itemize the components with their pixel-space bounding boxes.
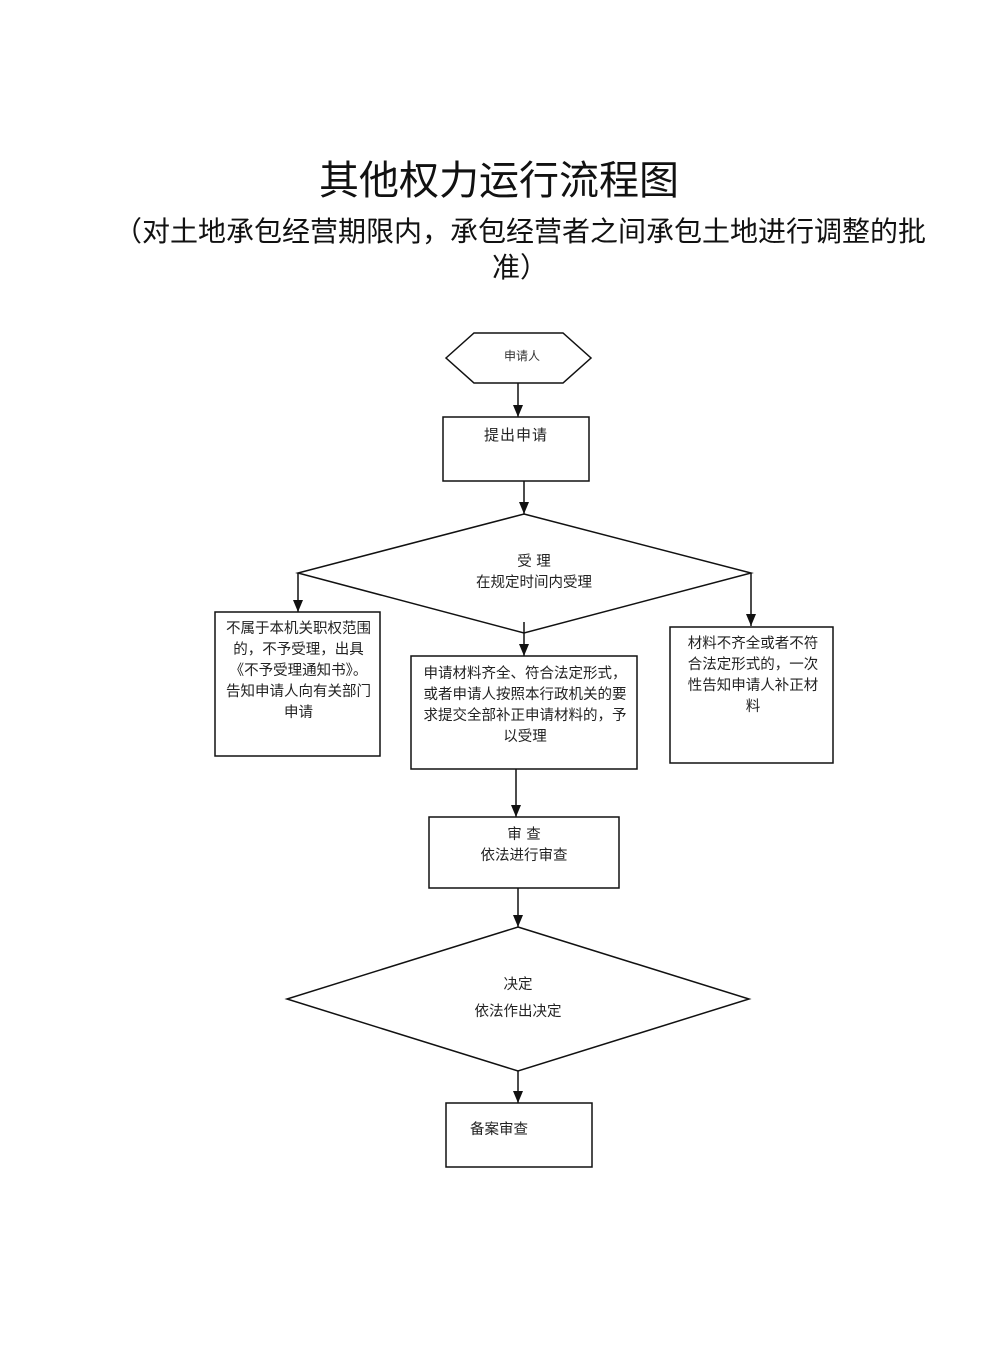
- reject-label: 不属于本机关职权范围的，不予受理，出具《不予受理通知书》。告知申请人向有关部门申…: [226, 621, 371, 721]
- page-title: 其他权力运行流程图: [319, 158, 679, 204]
- supplement-node-shape: [669, 626, 834, 764]
- review-subtitle: 依法进行审查: [480, 848, 568, 864]
- accept-title: 受 理: [517, 554, 551, 570]
- applicant-node-shape: [444, 332, 593, 384]
- review-node-shape: [428, 816, 620, 889]
- accepted-node-shape: [410, 655, 638, 770]
- decision-subtitle: 依法作出决定: [474, 1004, 562, 1020]
- supplement-label: 材料不齐全或者不符合法定形式的，一次性告知申请人补正材料: [687, 636, 819, 715]
- submit-node-shape: [442, 416, 590, 482]
- submit-label: 提出申请: [483, 426, 548, 444]
- filing-node-shape: [445, 1102, 593, 1168]
- reject-node-shape: [214, 611, 381, 757]
- decision-node-shape: [284, 926, 752, 1072]
- accept-subtitle: 在规定时间内受理: [476, 575, 592, 591]
- decision-title: 决定: [503, 977, 533, 993]
- page-subtitle: （对土地承包经营期限内，承包经营者之间承包土地进行调整的批准）: [113, 215, 926, 284]
- review-title: 审 查: [507, 827, 541, 843]
- accepted-label: 申请材料齐全、符合法定形式，或者申请人按照本行政机关的要求提交全部补正申请材料的…: [423, 666, 627, 745]
- filing-label: 备案审查: [470, 1122, 528, 1138]
- applicant-label: 申请人: [503, 349, 540, 363]
